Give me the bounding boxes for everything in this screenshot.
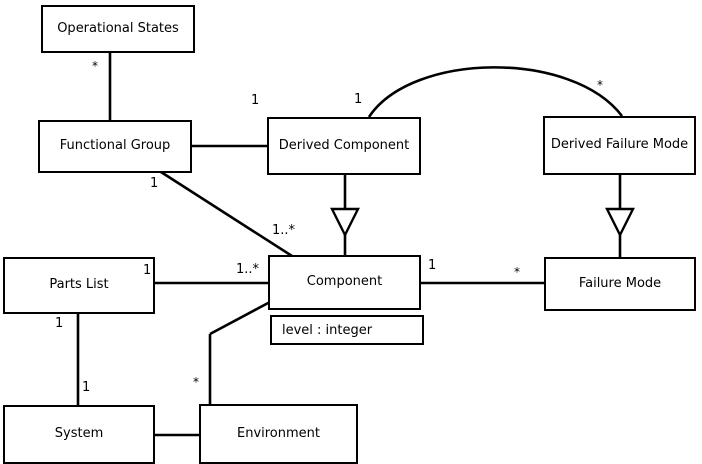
- class-name-derived-failure-mode: Derived Failure Mode: [550, 137, 689, 153]
- multiplicity-parts-list-bottom: 1: [55, 316, 64, 331]
- multiplicity-parts-list-right: 1: [143, 263, 152, 278]
- uml-class-parts-list[interactable]: Parts List: [3, 257, 155, 314]
- generalization-triangle-component: [330, 207, 360, 238]
- connector-derived-component-derived-failure-mode: [367, 66, 624, 118]
- multiplicity-component-left: 1..*: [236, 262, 260, 277]
- uml-class-functional-group[interactable]: Functional Group: [38, 120, 192, 173]
- uml-class-failure-mode[interactable]: Failure Mode: [544, 257, 696, 311]
- attribute-level: level : integer: [282, 322, 373, 338]
- class-name-failure-mode: Failure Mode: [578, 275, 662, 291]
- multiplicity-failure-mode-left: *: [514, 265, 520, 279]
- uml-class-system[interactable]: System: [3, 405, 155, 464]
- class-name-component: Component: [306, 274, 383, 290]
- class-attributes-component[interactable]: level : integer: [270, 315, 424, 345]
- class-name-operational-states: Operational States: [57, 20, 179, 36]
- uml-class-operational-states[interactable]: Operational States: [41, 5, 195, 53]
- multiplicity-operational-states: *: [92, 59, 98, 73]
- generalization-triangle-failure-mode: [605, 207, 635, 238]
- multiplicity-environment-top: *: [193, 375, 199, 389]
- multiplicity-component-right: 1: [428, 258, 437, 273]
- class-name-parts-list: Parts List: [49, 277, 109, 293]
- multiplicity-functional-group-bottom: 1: [150, 176, 159, 191]
- uml-class-derived-failure-mode[interactable]: Derived Failure Mode: [543, 116, 696, 175]
- class-name-functional-group: Functional Group: [59, 138, 171, 154]
- multiplicity-system-top: 1: [82, 380, 91, 395]
- class-name-environment: Environment: [236, 425, 320, 441]
- multiplicity-component-diagonal: 1..*: [272, 223, 296, 238]
- uml-class-component[interactable]: Component: [268, 255, 421, 310]
- multiplicity-derived-component-left: 1: [251, 93, 260, 108]
- uml-class-environment[interactable]: Environment: [199, 404, 358, 464]
- connector-environment-component-diagonal: [209, 300, 271, 336]
- uml-class-derived-component[interactable]: Derived Component: [267, 117, 421, 175]
- multiplicity-derived-component-arc: 1: [354, 92, 363, 107]
- class-name-derived-component: Derived Component: [278, 137, 410, 153]
- connector-functional-group-component: [160, 170, 293, 258]
- multiplicity-derived-failure-mode-arc: *: [597, 78, 603, 92]
- class-name-system: System: [54, 426, 104, 442]
